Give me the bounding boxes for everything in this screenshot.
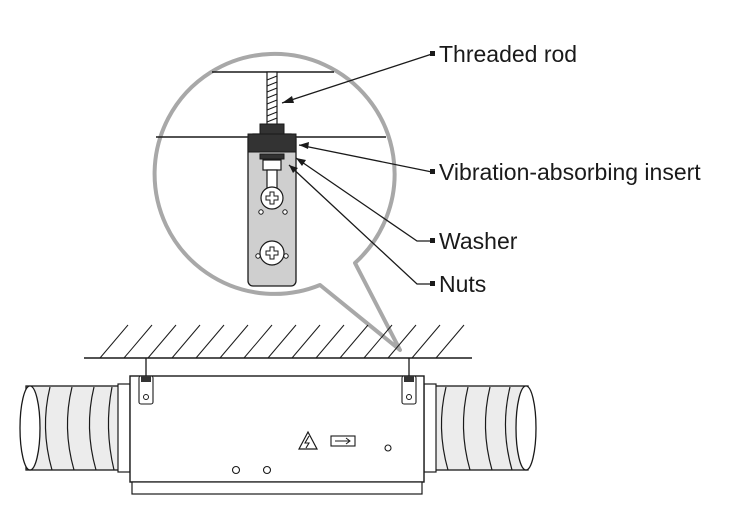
leader-vibration-insert <box>298 144 433 173</box>
label-vibration-insert: Vibration-absorbing insert <box>439 159 701 185</box>
ventilation-unit <box>129 375 425 495</box>
duct-left <box>19 383 131 473</box>
unit-bracket-left <box>138 375 154 405</box>
vibration-insert-block <box>247 133 297 153</box>
terminal-knob-right <box>262 465 272 475</box>
ceiling <box>84 324 472 359</box>
hanging-rods <box>145 358 410 378</box>
leader-nuts <box>288 164 432 285</box>
label-nuts: Nuts <box>439 271 486 297</box>
washer <box>259 153 285 160</box>
bracket-screw-upper <box>258 186 288 215</box>
terminal-knob-left <box>231 465 241 475</box>
label-washer: Washer <box>439 228 518 254</box>
label-threaded-rod: Threaded rod <box>439 41 577 67</box>
electrical-warning-icon <box>298 430 318 450</box>
airflow-arrow-icon <box>330 435 356 447</box>
leader-markers <box>430 51 435 286</box>
detail-bubble <box>152 51 402 352</box>
duct-right <box>423 383 537 473</box>
unit-bracket-right <box>401 375 417 405</box>
leader-lines <box>281 53 433 285</box>
leader-threaded-rod <box>281 53 433 104</box>
lower-nut <box>262 159 282 171</box>
panel-screw <box>384 444 392 452</box>
bracket-screw-lower <box>255 240 289 266</box>
leader-washer <box>295 157 432 242</box>
